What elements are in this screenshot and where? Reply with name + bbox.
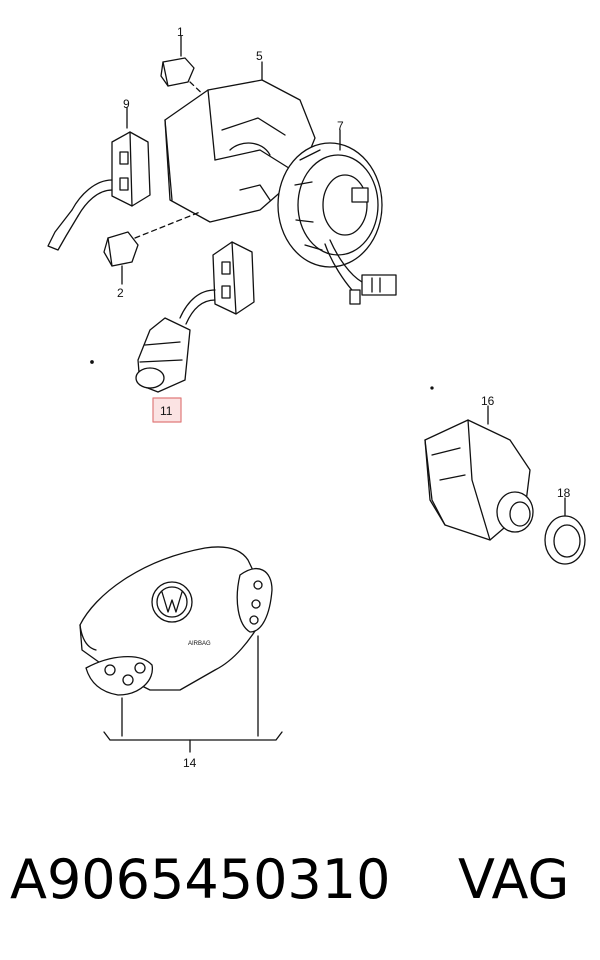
callout-9: 9: [123, 97, 130, 111]
callout-5: 5: [256, 49, 263, 63]
part-16-angle-sensor: [424, 405, 534, 541]
part-11-turn-signal-stalk: [135, 241, 255, 393]
part-14-airbag-pad: [79, 546, 283, 753]
part-2-insert: [103, 231, 139, 285]
brand-name: VAG: [458, 848, 570, 911]
callout-16: 16: [481, 394, 495, 408]
part-7-clock-spring: [277, 129, 397, 305]
callout-2: 2: [117, 286, 124, 300]
callout-18: 18: [557, 486, 571, 500]
airbag-label: AIRBAG: [188, 641, 211, 647]
callout-11: 11: [160, 404, 173, 418]
callout-11-highlight: [152, 397, 182, 423]
part-18-ring: [544, 497, 586, 565]
callout-14: 14: [183, 756, 197, 770]
callout-1: 1: [177, 25, 184, 39]
part-5-column-housing: [164, 61, 316, 223]
part-number: A9065450310: [10, 848, 391, 911]
part-9-wiper-stalk: [47, 107, 201, 251]
callout-7: 7: [337, 119, 344, 133]
